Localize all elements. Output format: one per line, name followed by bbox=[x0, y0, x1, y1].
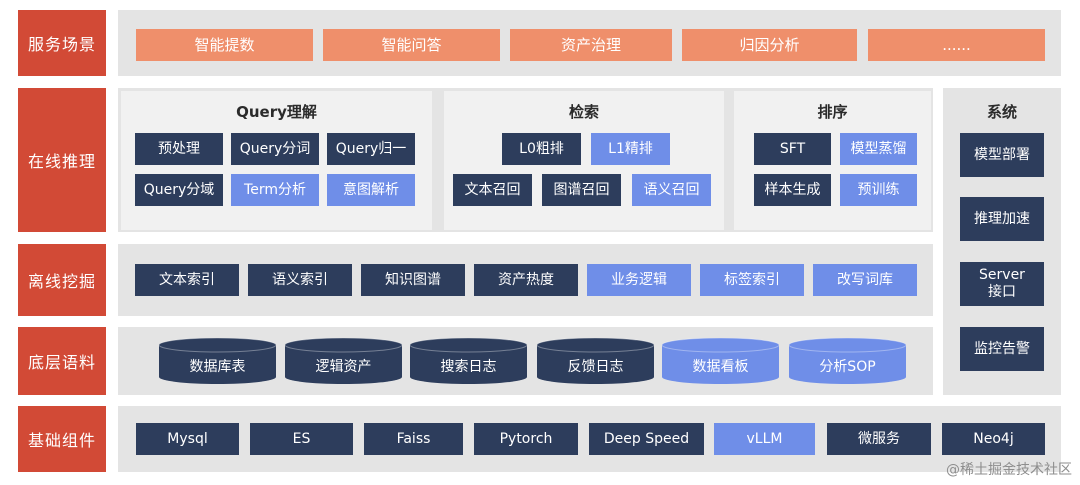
corpus-cylinder: 数据库表 bbox=[159, 338, 276, 384]
query-item: Query归一 bbox=[327, 133, 415, 165]
query-item: Query分域 bbox=[135, 174, 223, 206]
query-title: Query理解 bbox=[236, 103, 317, 121]
retrieval-section bbox=[444, 91, 724, 230]
ranking-item: SFT bbox=[754, 133, 831, 165]
service-item: 智能提数 bbox=[136, 29, 313, 61]
query-item: Query分词 bbox=[231, 133, 319, 165]
offline-item: 改写词库 bbox=[813, 264, 917, 296]
row-label-infra: 基础组件 bbox=[18, 406, 106, 472]
offline-item: 标签索引 bbox=[700, 264, 804, 296]
retrieval-item: 语义召回 bbox=[632, 174, 711, 206]
corpus-cylinder: 逻辑资产 bbox=[285, 338, 402, 384]
service-item: 智能问答 bbox=[323, 29, 500, 61]
system-title: 系统 bbox=[986, 103, 1017, 121]
ranking-item: 模型蒸馏 bbox=[840, 133, 917, 165]
corpus-item-label: 逻辑资产 bbox=[315, 359, 372, 375]
infra-item: Faiss bbox=[364, 423, 463, 455]
corpus-item-label: 分析SOP bbox=[819, 359, 876, 375]
ranking-title: 排序 bbox=[817, 103, 848, 121]
watermark: @稀土掘金技术社区 bbox=[946, 462, 1072, 478]
ranking-item: 样本生成 bbox=[754, 174, 831, 206]
infra-item: Pytorch bbox=[474, 423, 578, 455]
ranking-item: 预训练 bbox=[840, 174, 917, 206]
row-label-corpus: 底层语料 bbox=[18, 327, 106, 395]
query-item: Term分析 bbox=[231, 174, 319, 206]
offline-item: 文本索引 bbox=[135, 264, 239, 296]
offline-item: 资产热度 bbox=[474, 264, 578, 296]
system-item: Server 接口 bbox=[960, 262, 1044, 306]
infra-item: Deep Speed bbox=[589, 423, 704, 455]
infra-item: Mysql bbox=[136, 423, 239, 455]
offline-item: 知识图谱 bbox=[361, 264, 465, 296]
corpus-item-label: 搜索日志 bbox=[440, 359, 497, 375]
service-item: 归因分析 bbox=[682, 29, 857, 61]
offline-item: 语义索引 bbox=[248, 264, 352, 296]
retrieval-item: L1精排 bbox=[591, 133, 670, 165]
offline-item: 业务逻辑 bbox=[587, 264, 691, 296]
corpus-item-label: 反馈日志 bbox=[567, 359, 624, 375]
retrieval-title: 检索 bbox=[568, 103, 599, 121]
retrieval-item: 文本召回 bbox=[453, 174, 532, 206]
system-item: 模型部署 bbox=[960, 133, 1044, 177]
retrieval-item: 图谱召回 bbox=[542, 174, 621, 206]
infra-item: vLLM bbox=[714, 423, 815, 455]
row-label-offline: 离线挖掘 bbox=[18, 244, 106, 316]
corpus-cylinder: 搜索日志 bbox=[410, 338, 527, 384]
corpus-cylinder: 分析SOP bbox=[789, 338, 906, 384]
row-label-online: 在线推理 bbox=[18, 88, 106, 232]
system-item: 监控告警 bbox=[960, 327, 1044, 371]
corpus-item-label: 数据库表 bbox=[189, 359, 246, 375]
corpus-cylinder: 数据看板 bbox=[662, 338, 779, 384]
query-item: 预处理 bbox=[135, 133, 223, 165]
infra-item: 微服务 bbox=[827, 423, 931, 455]
service-item: 资产治理 bbox=[510, 29, 672, 61]
retrieval-item: L0粗排 bbox=[502, 133, 581, 165]
corpus-cylinder: 反馈日志 bbox=[537, 338, 654, 384]
query-item: 意图解析 bbox=[327, 174, 415, 206]
row-label-service: 服务场景 bbox=[18, 10, 106, 76]
infra-item: Neo4j bbox=[942, 423, 1045, 455]
service-item: ...... bbox=[868, 29, 1045, 61]
infra-item: ES bbox=[250, 423, 353, 455]
system-item: 推理加速 bbox=[960, 197, 1044, 241]
corpus-item-label: 数据看板 bbox=[692, 359, 749, 375]
